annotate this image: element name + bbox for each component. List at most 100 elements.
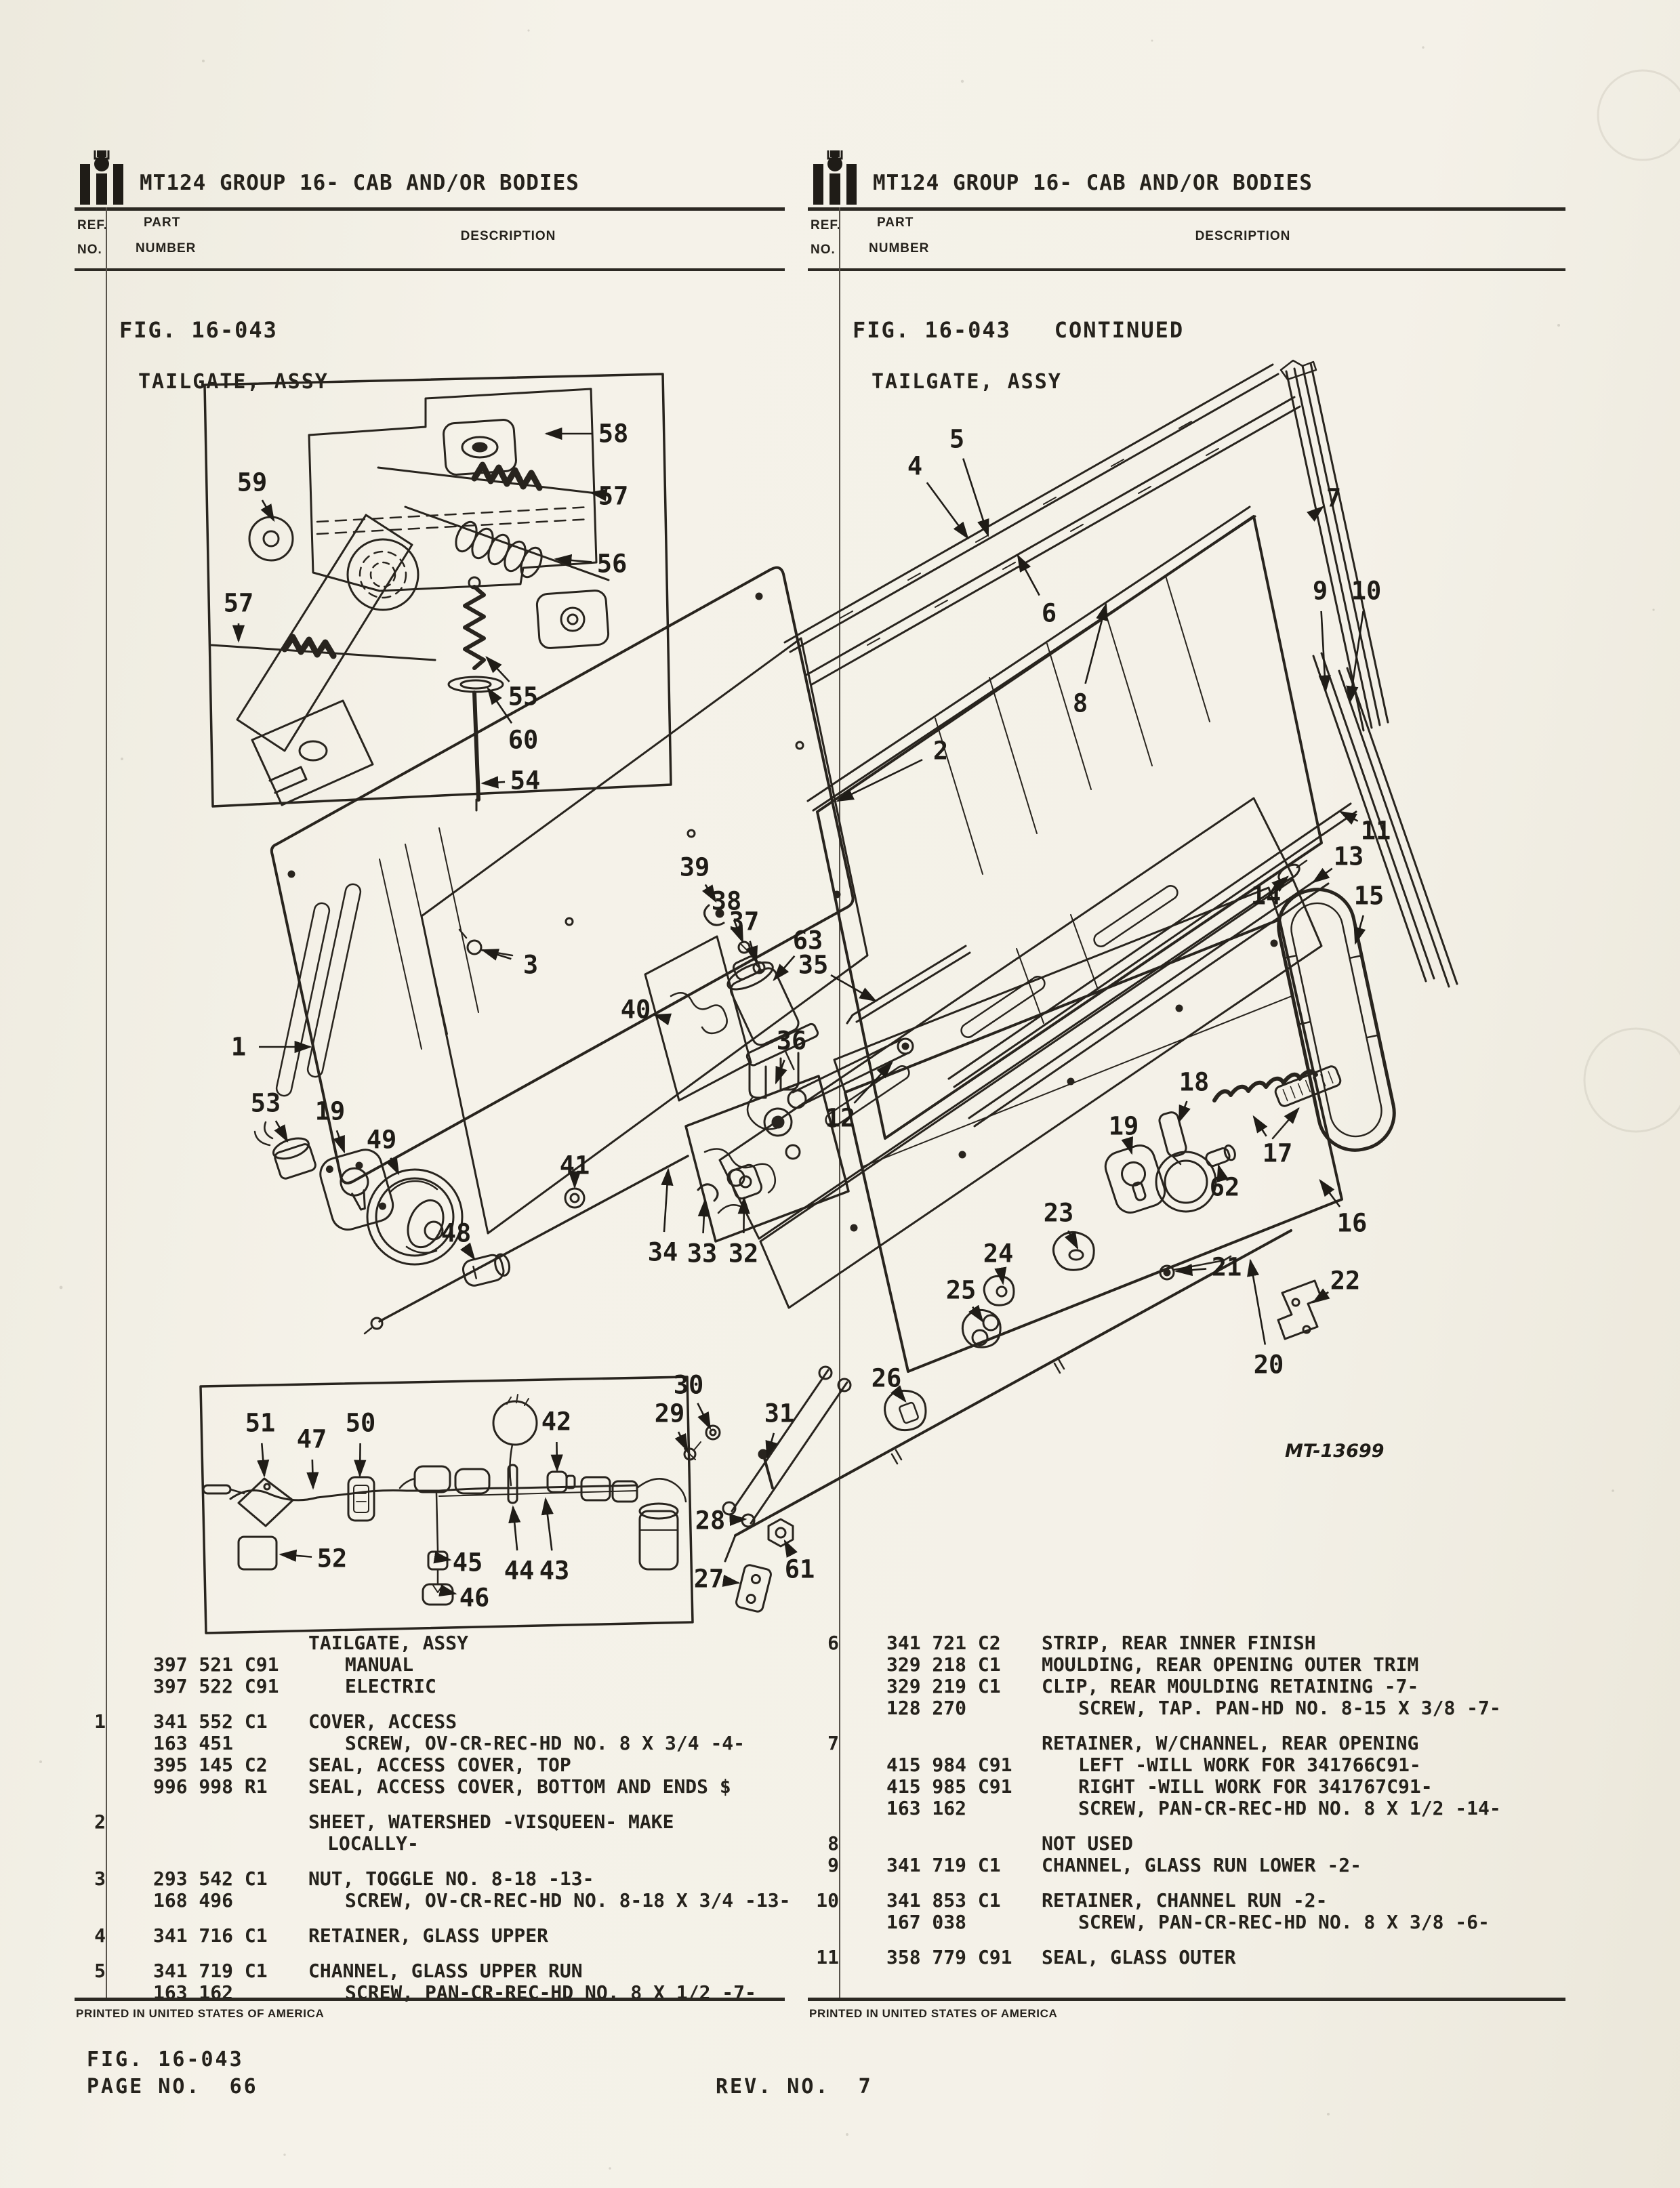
callout-leader — [480, 949, 512, 961]
callout-leader — [354, 1443, 367, 1478]
callout-leader — [1216, 1163, 1229, 1182]
callout-leader — [1319, 1178, 1341, 1207]
part-number: 397 521 C91 — [153, 1653, 279, 1676]
callout-label: 19 — [1109, 1112, 1139, 1141]
callout-44: 44 — [504, 1505, 535, 1586]
col-ref-label: REF. — [77, 218, 108, 232]
header-rule — [808, 207, 1565, 211]
callout-label: 54 — [510, 766, 541, 796]
socket-cylinder — [638, 1502, 679, 1571]
callout-6: 6 — [1017, 554, 1057, 628]
col-part-label: NUMBER — [136, 241, 197, 255]
callout-29: 29 — [655, 1399, 689, 1452]
gusset-25 — [961, 1308, 1002, 1348]
spring-55 — [463, 585, 486, 670]
part-number: 996 998 R1 — [153, 1775, 268, 1798]
callout-31: 31 — [764, 1399, 794, 1459]
part-number: 341 719 C1 — [153, 1960, 268, 1982]
ref-no: 10 — [816, 1889, 839, 1912]
callout-5: 5 — [949, 425, 989, 537]
callout-leader — [661, 1168, 674, 1233]
callout-label: 25 — [946, 1276, 977, 1305]
callout-53: 53 — [251, 1089, 289, 1143]
part-number: 358 779 C91 — [886, 1946, 1012, 1968]
callout-label: 36 — [777, 1027, 807, 1056]
callout-label: 20 — [1254, 1350, 1284, 1380]
callout-14: 14 — [1251, 875, 1289, 911]
parts-gap — [808, 1876, 1526, 1889]
callout-label: 12 — [825, 1104, 856, 1133]
drawing-number: MT-13699 — [1285, 1441, 1384, 1462]
callout-13: 13 — [1311, 842, 1364, 884]
tailgate-motor — [726, 955, 819, 1071]
bolt-62 — [1205, 1144, 1236, 1168]
callout-40: 40 — [621, 995, 672, 1026]
callout-47: 47 — [297, 1425, 327, 1490]
callout-leader — [1174, 1264, 1207, 1277]
callout-leader — [1346, 611, 1364, 704]
inner-panel-band — [718, 797, 1323, 1309]
callout-label: 35 — [798, 951, 829, 980]
callout-leader — [554, 554, 592, 567]
callout-label: 39 — [680, 853, 710, 882]
callout-26: 26 — [872, 1364, 907, 1403]
latch-36 — [746, 1052, 800, 1137]
callout-label: 15 — [1354, 882, 1385, 911]
parts-row: LOCALLY- — [75, 1832, 793, 1855]
header-rule — [808, 268, 1565, 271]
callout-label: 38 — [712, 887, 742, 916]
callout-label: 44 — [504, 1556, 535, 1586]
callout-leader — [962, 458, 989, 537]
link-rod-34 — [378, 1155, 689, 1323]
callout-48: 48 — [441, 1219, 476, 1261]
callout-54: 54 — [480, 766, 541, 796]
parts-gap — [75, 1797, 793, 1811]
callout-27: 27 — [694, 1565, 741, 1594]
col-part-label: PART — [144, 215, 181, 230]
callout-label: 18 — [1179, 1068, 1210, 1097]
channel-run-retainer — [1338, 667, 1458, 988]
ih-logo — [813, 150, 857, 205]
callout-34: 34 — [648, 1168, 678, 1267]
callout-leader — [1311, 867, 1333, 884]
description: SHEET, WATERSHED -VISQUEEN- MAKE — [308, 1811, 674, 1833]
callout-leader — [697, 1403, 712, 1430]
description: SCREW, OV-CR-REC-HD NO. 8 X 3/4 -4- — [345, 1732, 745, 1754]
ref-no: 3 — [94, 1867, 106, 1890]
ref-no: 8 — [827, 1832, 839, 1855]
rear-opening-seal — [1277, 888, 1396, 1152]
description: SCREW, PAN-CR-REC-HD NO. 8 X 3/8 -6- — [1078, 1911, 1490, 1933]
printed-note: PRINTED IN UNITED STATES OF AMERICA — [76, 2007, 325, 2020]
parts-gap — [75, 1697, 793, 1710]
parts-gap — [808, 1718, 1526, 1732]
callout-leader — [485, 656, 510, 682]
col-ref-label: NO. — [77, 243, 102, 257]
callout-46: 46 — [438, 1584, 489, 1613]
callout-leader — [737, 1196, 750, 1234]
callout-label: 50 — [346, 1409, 376, 1438]
description: SEAL, ACCESS COVER, TOP — [308, 1754, 571, 1776]
callout-label: 60 — [508, 726, 539, 755]
washer-41 — [564, 1187, 586, 1209]
callout-leader — [1121, 1136, 1133, 1155]
ref-no: 5 — [94, 1960, 106, 1982]
callout-17: 17 — [1252, 1115, 1292, 1168]
parts-row: TAILGATE, ASSY — [75, 1632, 793, 1654]
description: CHANNEL, GLASS RUN LOWER -2- — [1042, 1854, 1362, 1876]
callout-18: 18 — [1178, 1068, 1210, 1123]
access-cover-panel — [270, 566, 855, 1184]
description: RETAINER, GLASS UPPER — [308, 1924, 549, 1947]
callout-label: 14 — [1251, 882, 1282, 911]
footer-rule — [75, 1998, 785, 2001]
bracket-22 — [1277, 1279, 1323, 1340]
connector-50 — [347, 1476, 375, 1522]
footer-page-number: PAGE NO. 66 — [87, 2075, 258, 2099]
part-number: 341 719 C1 — [886, 1854, 1001, 1876]
